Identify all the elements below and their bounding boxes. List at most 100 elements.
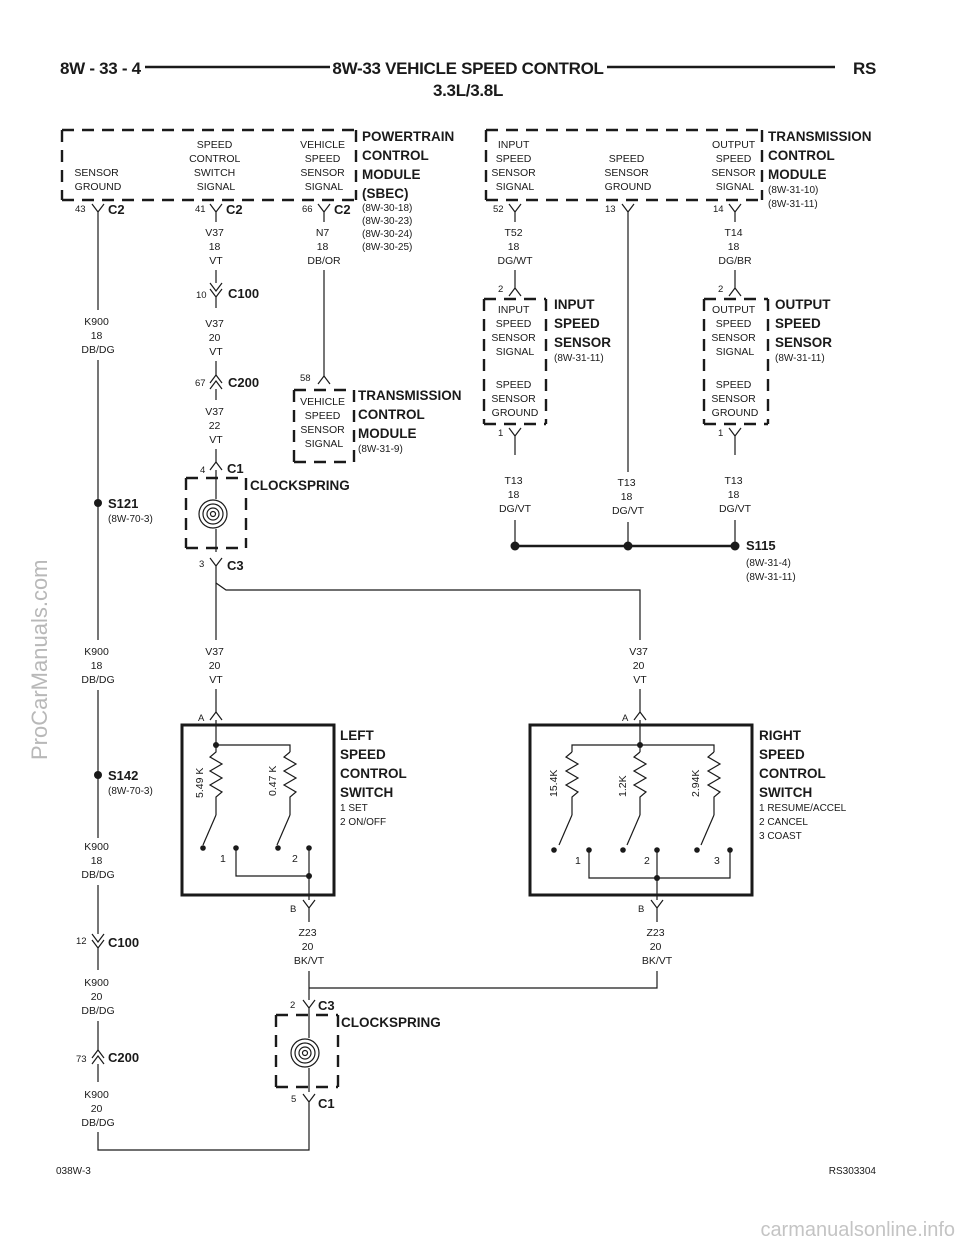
page-number: 8W - 33 - 4 xyxy=(60,59,142,78)
splice-s142-dot xyxy=(94,771,102,779)
right-resistor-2-value: 1.2K xyxy=(617,775,629,797)
left-resistor-2-value: 0.47 K xyxy=(267,766,279,796)
connector-c100-upper: C100 xyxy=(228,286,259,301)
wire-z23-b-label: Z23 20 BK/VT xyxy=(642,927,673,967)
right-switch-housing xyxy=(528,723,754,897)
connector-c100-lower: C100 xyxy=(108,935,139,950)
output-sensor-pin-1: 1 xyxy=(718,428,723,439)
pcm-references: (8W-30-18) (8W-30-23) (8W-30-24) (8W-30-… xyxy=(362,203,415,253)
right-switch-pin-a: A xyxy=(622,713,629,724)
right-speed-control-switch: A 15.4K 1.2K 2.94K 1 2 3 B RIGHT SPEED C… xyxy=(309,711,849,989)
page-header: 8W - 33 - 4 8W-33 VEHICLE SPEED CONTROL … xyxy=(60,59,876,100)
right-resistor-1 xyxy=(564,751,580,815)
splice-s115-refs: (8W-31-4) (8W-31-11) xyxy=(746,558,796,583)
tcm-mid-terminal-label: VEHICLE SPEED SENSOR SIGNAL xyxy=(300,396,348,450)
right-switch-blade-1 xyxy=(558,814,573,846)
pcm-title: POWERTRAIN CONTROL MODULE (SBEC) xyxy=(362,129,458,201)
tcm-mid-ref: (8W-31-9) xyxy=(358,444,403,455)
pin-4: 4 xyxy=(200,465,205,476)
left-switch-blade-1 xyxy=(202,814,217,846)
tcm-terminal-speed-sensor-ground: SPEED SENSOR GROUND xyxy=(604,153,651,193)
left-switch-pin-b: B xyxy=(290,904,296,915)
footer-drawing-id: RS303304 xyxy=(829,1166,877,1177)
input-sensor-ref: (8W-31-11) xyxy=(554,353,604,364)
right-resistor-3 xyxy=(706,751,722,815)
pin-67: 67 xyxy=(195,378,206,389)
tcm-top-title: TRANSMISSION CONTROL MODULE xyxy=(768,129,875,182)
output-sensor-signal-label: OUTPUT SPEED SENSOR SIGNAL xyxy=(711,304,758,358)
output-speed-sensor: T14 18 DG/BR 2 OUTPUT SPEED SENSOR SIGNA… xyxy=(702,227,832,546)
input-sensor-title: INPUT SPEED SENSOR xyxy=(554,297,611,350)
pcm-terminal-vehicle-speed-sensor-signal: VEHICLE SPEED SENSOR SIGNAL xyxy=(300,139,348,193)
right-switch-blade-3 xyxy=(700,814,715,846)
wire-k900-d-label: K900 20 DB/DG xyxy=(81,977,114,1017)
wire-v37-20-label: V37 20 VT xyxy=(205,318,227,358)
engine-subtitle: 3.3L/3.8L xyxy=(433,81,503,100)
left-resistor-2 xyxy=(282,751,298,815)
page-title: 8W-33 VEHICLE SPEED CONTROL xyxy=(332,59,603,78)
left-switch-notes: 1 SET 2 ON/OFF xyxy=(340,803,386,828)
pin-43: 43 xyxy=(75,204,86,215)
connector-c200-lower: C200 xyxy=(108,1050,139,1065)
splice-s121-label: S121 xyxy=(108,496,138,511)
right-resistor-3-value: 2.94K xyxy=(690,770,702,797)
v37-circuit: V37 18 VT 10 C100 V37 20 VT 67 C200 V37 … xyxy=(184,227,651,712)
wire-t14-label: T14 18 DG/BR xyxy=(718,227,752,267)
right-resistor-1-value: 15.4K xyxy=(548,770,560,797)
pcm-terminal-sensor-ground: SENSOR GROUND xyxy=(74,167,121,193)
clockspring-lower-coil-icon xyxy=(290,1038,320,1068)
pin-5: 5 xyxy=(291,1094,296,1105)
left-switch-pin-a: A xyxy=(198,713,205,724)
n7-circuit: N7 18 DB/OR 58 VEHICLE SPEED SENSOR SIGN… xyxy=(292,227,465,464)
splice-dot-left xyxy=(510,541,520,551)
wire-v37-18-label: V37 18 VT xyxy=(205,227,227,267)
tcm-terminal-output-speed-sensor-signal: OUTPUT SPEED SENSOR SIGNAL xyxy=(711,139,758,193)
right-switch-title: RIGHT SPEED CONTROL SWITCH xyxy=(759,728,829,800)
pin-13: 13 xyxy=(605,204,616,215)
left-switch-position-1: 1 xyxy=(220,853,226,865)
model-code: RS xyxy=(853,59,876,78)
right-resistor-2 xyxy=(632,751,648,815)
clockspring-upper-coil-icon xyxy=(198,499,228,529)
wire-t13-b-label: T13 18 DG/VT xyxy=(612,477,645,517)
splice-s142-ref: (8W-70-3) xyxy=(108,786,153,797)
pin-66: 66 xyxy=(302,204,313,215)
left-switch-housing xyxy=(180,723,336,897)
wire-t13-a-label: T13 18 DG/VT xyxy=(499,475,532,515)
wire-v37-20-right-label: V37 20 VT xyxy=(629,646,651,686)
wire-k900-a-label: K900 18 DB/DG xyxy=(81,316,114,356)
t13-ground-circuit: T13 18 DG/VT S115 (8W-31-4) (8W-31-11) xyxy=(510,222,796,583)
pin-10: 10 xyxy=(196,290,207,301)
wire-t52-label: T52 18 DG/WT xyxy=(498,227,534,267)
wire-k900-c-label: K900 18 DB/DG xyxy=(81,841,114,881)
splice-s121-dot xyxy=(94,499,102,507)
connector-c2-b: C2 xyxy=(226,202,243,217)
output-sensor-ground-label: SPEED SENSOR GROUND xyxy=(711,379,758,419)
connector-c2-c: C2 xyxy=(334,202,351,217)
connector-c2-a: C2 xyxy=(108,202,125,217)
pin-12: 12 xyxy=(76,936,87,947)
wire-n7-label: N7 18 DB/OR xyxy=(307,227,341,267)
input-sensor-ground-label: SPEED SENSOR GROUND xyxy=(491,379,538,419)
footer-figure-id: 038W-3 xyxy=(56,1166,91,1177)
right-switch-pin-b: B xyxy=(638,904,644,915)
connector-c1-lower: C1 xyxy=(318,1096,335,1111)
tcm-mid-title: TRANSMISSION CONTROL MODULE xyxy=(358,388,465,441)
side-watermark: ProCarManuals.com xyxy=(27,559,52,760)
pin-2-c3: 2 xyxy=(290,1000,295,1011)
right-switch-notes: 1 RESUME/ACCEL 2 CANCEL 3 COAST xyxy=(759,803,849,842)
tcm-terminal-input-speed-sensor-signal: INPUT SPEED SENSOR SIGNAL xyxy=(491,139,538,193)
connector-c200-upper: C200 xyxy=(228,375,259,390)
left-switch-blade-2 xyxy=(276,814,291,846)
pin-14: 14 xyxy=(713,204,724,215)
pcm-terminal-speed-control-switch-signal: SPEED CONTROL SWITCH SIGNAL xyxy=(189,139,243,193)
clockspring-lower: 2 C3 CLOCKSPRING 5 C1 xyxy=(274,998,441,1111)
transmission-control-module-top: INPUT SPEED SENSOR SIGNAL SPEED SENSOR G… xyxy=(484,128,875,222)
wire-v37-22-label: V37 22 VT xyxy=(205,406,227,446)
splice-s121-ref: (8W-70-3) xyxy=(108,514,153,525)
left-switch-position-2: 2 xyxy=(292,853,298,865)
right-switch-blade-2 xyxy=(626,814,641,846)
left-switch-title: LEFT SPEED CONTROL SWITCH xyxy=(340,728,410,800)
wire-v37-20-lower-label: V37 20 VT xyxy=(205,646,227,686)
pin-52: 52 xyxy=(493,204,504,215)
